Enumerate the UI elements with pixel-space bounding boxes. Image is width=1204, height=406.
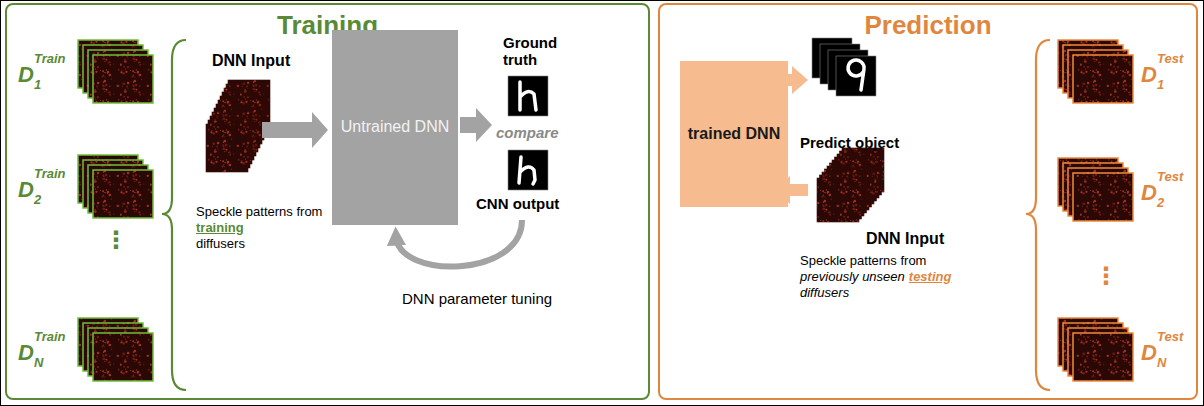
ground-truth-image bbox=[508, 76, 548, 116]
diffuser-symbol: D bbox=[18, 340, 34, 365]
input-tensor bbox=[206, 80, 270, 172]
feedback-arrow bbox=[396, 220, 522, 267]
compare-label: compare bbox=[496, 124, 559, 141]
input-caption: testing bbox=[909, 270, 952, 285]
input-tensor bbox=[817, 148, 884, 222]
diffuser-index: N bbox=[34, 356, 43, 371]
panel-title: Prediction bbox=[864, 11, 991, 41]
diffuser-index: 1 bbox=[1157, 78, 1164, 93]
diffuser-symbol: D bbox=[1141, 180, 1157, 205]
input-caption: diffusers bbox=[196, 237, 245, 252]
diffuser-set: Test bbox=[1157, 170, 1183, 185]
diffuser-symbol: D bbox=[18, 62, 34, 87]
speckle-stack bbox=[78, 318, 153, 381]
speckle-stack bbox=[1058, 40, 1133, 103]
image-label: Ground truth bbox=[503, 34, 563, 69]
diffuser-set: Train bbox=[34, 167, 66, 182]
diffuser-set: Test bbox=[1157, 330, 1183, 345]
prediction-panel: Prediction trained DNN bbox=[658, 3, 1198, 400]
flow-arrow bbox=[262, 112, 328, 148]
diffuser-symbol: D bbox=[1141, 340, 1157, 365]
diffuser-symbol: D bbox=[18, 177, 34, 202]
cnn-output-image bbox=[508, 150, 548, 190]
diffuser-set: Train bbox=[34, 52, 66, 67]
flow-arrow bbox=[460, 108, 492, 142]
input-caption: Speckle patterns from bbox=[196, 205, 322, 220]
diffuser-symbol: D bbox=[1141, 62, 1157, 87]
image-label: Predict object bbox=[800, 134, 899, 151]
trained-dnn-box: trained DNN bbox=[680, 61, 788, 207]
input-caption: training bbox=[196, 221, 244, 236]
input-caption: Speckle patterns from bbox=[800, 254, 926, 269]
ellipsis: ⋮ bbox=[104, 226, 128, 254]
speckle-stack bbox=[78, 155, 153, 218]
input-label: DNN Input bbox=[866, 230, 944, 248]
diffuser-index: 2 bbox=[34, 193, 41, 208]
untrained-dnn-box: Untrained DNN bbox=[332, 30, 458, 225]
diffuser-index: N bbox=[1157, 356, 1166, 371]
box-label: Untrained DNN bbox=[341, 118, 449, 136]
loop-label: DNN parameter tuning bbox=[402, 290, 552, 307]
brace bbox=[1026, 40, 1050, 390]
speckle-stack bbox=[1058, 318, 1133, 381]
speckle-stack bbox=[78, 40, 153, 103]
diffuser-index: 1 bbox=[34, 78, 41, 93]
predicted-image bbox=[836, 56, 876, 96]
diffuser-set: Train bbox=[34, 330, 66, 345]
speckle-stack bbox=[1058, 158, 1133, 221]
input-label: DNN Input bbox=[212, 52, 290, 70]
image-label: CNN output bbox=[476, 195, 559, 212]
input-caption: previously unseen bbox=[800, 270, 905, 285]
brace bbox=[162, 40, 186, 390]
box-label: trained DNN bbox=[688, 125, 780, 143]
diffuser-index: 2 bbox=[1157, 196, 1164, 211]
ellipsis: ⋮ bbox=[1094, 262, 1118, 290]
input-caption: diffusers bbox=[800, 286, 849, 301]
diffuser-set: Test bbox=[1157, 52, 1183, 67]
